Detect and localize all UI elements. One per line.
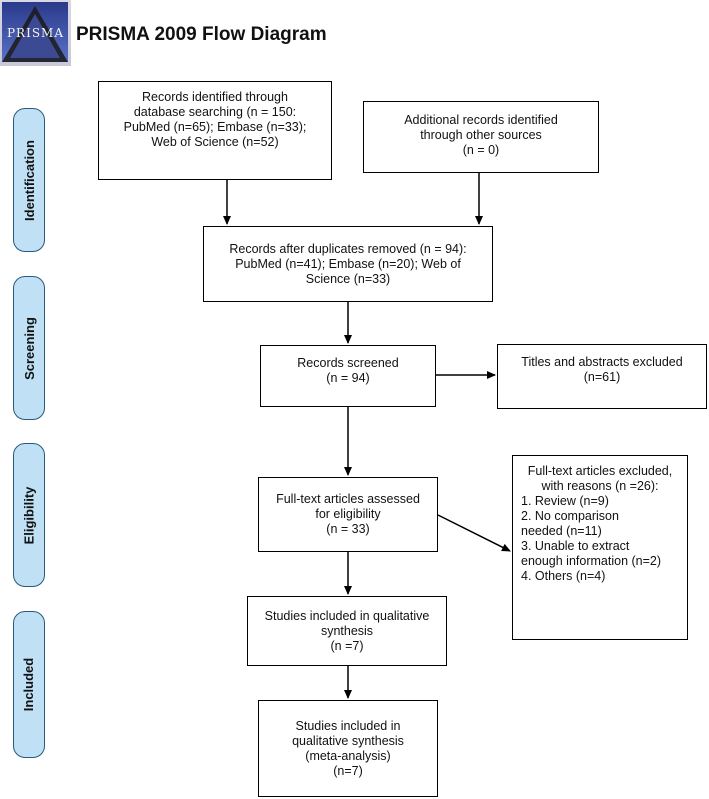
qualitative-synthesis-box: Studies included in qualitative synthesi…	[247, 596, 447, 666]
box-line: (n =7)	[330, 638, 364, 653]
box-line: Titles and abstracts excluded	[521, 355, 683, 369]
db-search-box: Records identified through database sear…	[98, 81, 332, 180]
box-line: (n = 0)	[462, 143, 500, 157]
box-line: qualitative synthesis	[292, 733, 404, 748]
stage-identification: Identification	[13, 108, 45, 252]
box-heading-line: Full-text articles excluded,	[527, 464, 673, 478]
box-line: Records after duplicates removed (n = 94…	[229, 241, 467, 256]
titles-abstracts-excluded-box: Titles and abstracts excluded (n=61)	[497, 344, 707, 409]
box-line: Records screened	[297, 356, 399, 370]
exclusion-reason: enough information (n=2)	[521, 554, 662, 568]
box-line: Studies included in	[295, 718, 401, 733]
box-line: Additional records identified	[404, 113, 558, 127]
page-title: PRISMA 2009 Flow Diagram	[76, 24, 327, 45]
box-line: PubMed (n=65); Embase (n=33);	[123, 120, 307, 134]
other-sources-box: Additional records identified through ot…	[363, 101, 599, 173]
exclusion-reason: 4. Others (n=4)	[521, 569, 606, 583]
arrow-fulltext-to-excluded	[437, 514, 511, 552]
logo-triangle-icon	[2, 6, 68, 62]
exclusion-reason: needed (n=11)	[521, 524, 602, 538]
stage-screening: Screening	[13, 276, 45, 420]
box-line: (n = 94)	[326, 371, 370, 385]
box-line: Full-text articles assessed	[276, 492, 420, 506]
box-line: synthesis	[320, 623, 374, 638]
exclusion-reason: 2. No comparison	[521, 509, 619, 523]
duplicates-removed-box: Records after duplicates removed (n = 94…	[203, 226, 493, 302]
stage-included: Included	[13, 611, 45, 758]
exclusion-reason: 3. Unable to extract	[521, 539, 630, 553]
box-line: for eligibility	[315, 507, 381, 521]
records-screened-box: Records screened (n = 94)	[260, 345, 436, 407]
box-heading-line: with reasons (n =26):	[541, 479, 659, 493]
fulltext-assessed-box: Full-text articles assessed for eligibil…	[258, 477, 438, 552]
box-line: through other sources	[420, 128, 542, 142]
logo-text: PRISMA	[6, 26, 65, 40]
box-line: PubMed (n=41); Embase (n=20); Web of	[235, 256, 461, 271]
stage-eligibility: Eligibility	[13, 443, 45, 587]
fulltext-excluded-box: Full-text articles excluded, with reason…	[512, 455, 688, 640]
box-line: (n = 33)	[326, 522, 370, 536]
box-line: database searching (n = 150:	[133, 105, 297, 119]
prisma-logo: PRISMA	[0, 0, 71, 66]
exclusion-reason: 1. Review (n=9)	[521, 494, 609, 508]
box-line: Web of Science (n=52)	[151, 135, 279, 149]
box-line: (n=61)	[583, 370, 621, 384]
box-line: Science (n=33)	[305, 271, 391, 286]
box-line: (meta-analysis)	[305, 748, 391, 763]
meta-analysis-box: Studies included in qualitative synthesi…	[258, 700, 438, 797]
box-line: Records identified through	[142, 90, 288, 104]
box-line: (n=7)	[333, 763, 363, 778]
box-line: Studies included in qualitative	[264, 608, 430, 623]
